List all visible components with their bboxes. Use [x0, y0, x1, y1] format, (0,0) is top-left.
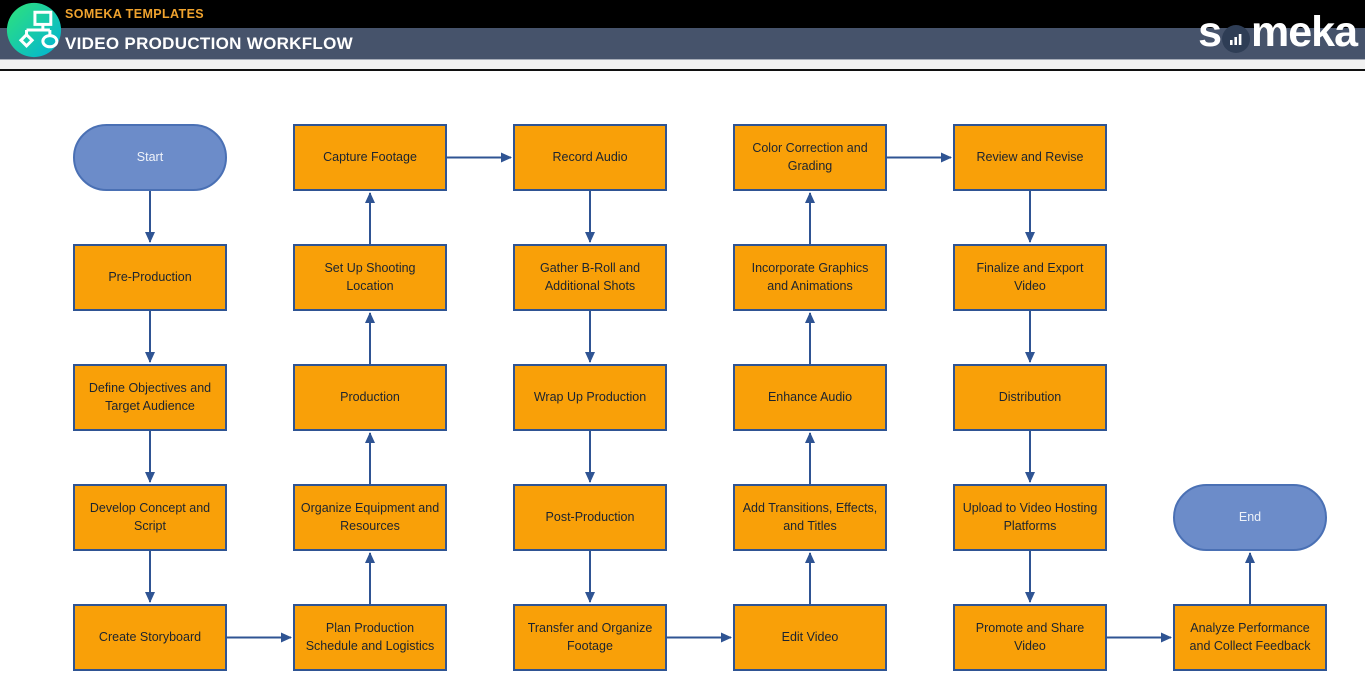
flowchart-node-define-objectives[interactable]: Define Objectives and Target Audience — [73, 364, 227, 431]
flowchart-node-production[interactable]: Production — [293, 364, 447, 431]
header-gray-strip — [0, 60, 1365, 69]
top-black-bar — [0, 0, 1365, 28]
flowchart-node-gather-broll[interactable]: Gather B-Roll and Additional Shots — [513, 244, 667, 311]
flowchart-node-create-storyboard[interactable]: Create Storyboard — [73, 604, 227, 671]
flowchart-node-incorporate-graphics[interactable]: Incorporate Graphics and Animations — [733, 244, 887, 311]
flowchart-node-start[interactable]: Start — [73, 124, 227, 191]
someka-badge-flowchart-icon — [6, 2, 62, 58]
flowchart-arrows — [145, 152, 1255, 643]
flowchart-node-end[interactable]: End — [1173, 484, 1327, 551]
flowchart-node-review-revise[interactable]: Review and Revise — [953, 124, 1107, 191]
someka-logo-bar-chart-icon — [1222, 25, 1251, 53]
flowchart-node-enhance-audio[interactable]: Enhance Audio — [733, 364, 887, 431]
flowchart-node-organize-equipment[interactable]: Organize Equipment and Resources — [293, 484, 447, 551]
header-divider-line — [0, 69, 1365, 71]
flowchart-node-distribution[interactable]: Distribution — [953, 364, 1107, 431]
flowchart-node-promote-share[interactable]: Promote and Share Video — [953, 604, 1107, 671]
flowchart-node-transfer-footage[interactable]: Transfer and Organize Footage — [513, 604, 667, 671]
flowchart-node-develop-concept[interactable]: Develop Concept and Script — [73, 484, 227, 551]
flowchart-node-finalize-export[interactable]: Finalize and Export Video — [953, 244, 1107, 311]
flowchart-node-edit-video[interactable]: Edit Video — [733, 604, 887, 671]
flowchart-node-analyze-performance[interactable]: Analyze Performance and Collect Feedback — [1173, 604, 1327, 671]
page-title: VIDEO PRODUCTION WORKFLOW — [65, 34, 353, 53]
flowchart-node-color-correction[interactable]: Color Correction and Grading — [733, 124, 887, 191]
flowchart-node-upload-hosting[interactable]: Upload to Video Hosting Platforms — [953, 484, 1107, 551]
flowchart-node-setup-location[interactable]: Set Up Shooting Location — [293, 244, 447, 311]
someka-logo-text-suffix: meka — [1251, 7, 1358, 56]
someka-logo-text-prefix: s — [1198, 7, 1222, 56]
header-bar — [0, 28, 1365, 60]
flowchart-node-record-audio[interactable]: Record Audio — [513, 124, 667, 191]
flowchart-node-pre-production[interactable]: Pre-Production — [73, 244, 227, 311]
brand-label: SOMEKA TEMPLATES — [65, 7, 205, 21]
flowchart-node-wrap-up[interactable]: Wrap Up Production — [513, 364, 667, 431]
flowchart-node-add-transitions[interactable]: Add Transitions, Effects, and Titles — [733, 484, 887, 551]
someka-logo: s meka — [1198, 0, 1358, 62]
flowchart-node-plan-schedule[interactable]: Plan Production Schedule and Logistics — [293, 604, 447, 671]
flowchart-node-capture-footage[interactable]: Capture Footage — [293, 124, 447, 191]
flowchart-node-post-production[interactable]: Post-Production — [513, 484, 667, 551]
